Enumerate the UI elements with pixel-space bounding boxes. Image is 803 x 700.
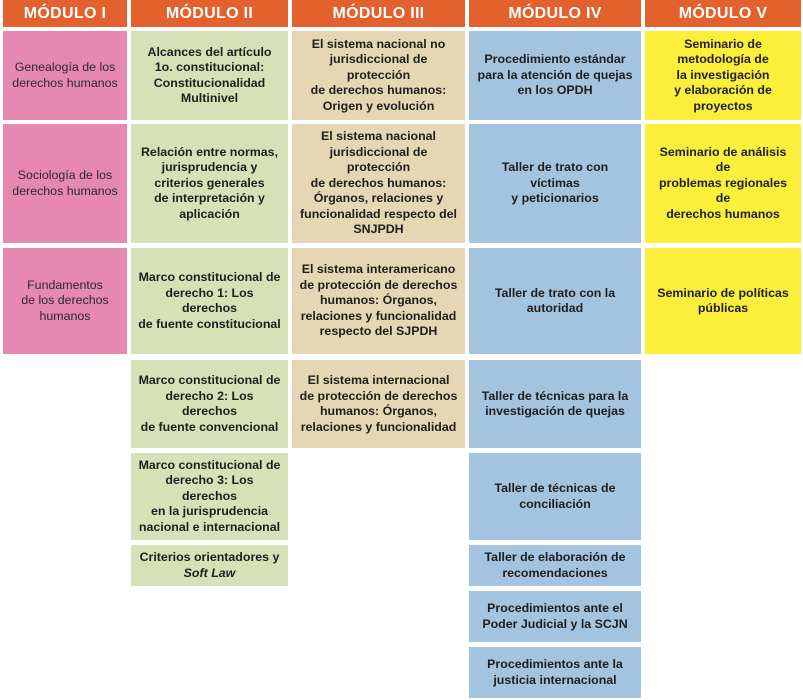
header-modulo-5: MÓDULO V (645, 0, 801, 27)
header-modulo-1: MÓDULO I (3, 0, 127, 27)
header-modulo-3: MÓDULO III (292, 0, 465, 27)
soft-law-text: Soft Law (183, 565, 236, 580)
modulo1-cell-sociologia: Sociología de los derechos humanos (3, 124, 127, 243)
modulo2-cell-marco-2: Marco constitucional de derecho 2: Los d… (131, 360, 288, 448)
modulo5-cell-problemas-regionales: Seminario de análisis de problemas regio… (645, 124, 801, 243)
modulo4-cell-poder-judicial: Procedimientos ante el Poder Judicial y … (469, 591, 641, 642)
modulo4-cell-trato-victimas: Taller de trato con víctimas y peticiona… (469, 124, 641, 243)
modulo4-cell-justicia-internacional: Procedimientos ante la justicia internac… (469, 647, 641, 698)
modulo3-cell-internacional: El sistema internacional de protección d… (292, 360, 465, 448)
modulo4-cell-investigacion-quejas: Taller de técnicas para la investigación… (469, 360, 641, 448)
modulo5-cell-metodologia: Seminario de metodología de la investiga… (645, 31, 801, 120)
modulo4-cell-procedimiento-estandar: Procedimiento estándar para la atención … (469, 31, 641, 120)
modulo1-cell-genealogia: Genealogía de los derechos humanos (3, 31, 127, 120)
header-modulo-2: MÓDULO II (131, 0, 288, 27)
modulo1-cell-fundamentos: Fundamentos de los derechos humanos (3, 248, 127, 354)
modulo4-cell-recomendaciones: Taller de elaboración de recomendaciones (469, 545, 641, 586)
criterios-text: Criterios orientadores y (139, 550, 280, 564)
modulo3-cell-interamericano: El sistema interamericano de protección … (292, 248, 465, 354)
modulo2-cell-marco-3: Marco constitucional de derecho 3: Los d… (131, 453, 288, 540)
modulo3-cell-no-jurisdiccional: El sistema nacional no jurisdiccional de… (292, 31, 465, 120)
modulo2-cell-alcances: Alcances del artículo 1o. constitucional… (131, 31, 288, 120)
modulo4-cell-conciliacion: Taller de técnicas de conciliación (469, 453, 641, 540)
modulo2-cell-marco-1: Marco constitucional de derecho 1: Los d… (131, 248, 288, 354)
modulo5-cell-politicas-publicas: Seminario de políticas públicas (645, 248, 801, 354)
modulo4-cell-trato-autoridad: Taller de trato con la autoridad (469, 248, 641, 354)
modulo2-cell-relacion-normas: Relación entre normas, jurisprudencia y … (131, 124, 288, 243)
modulo3-cell-jurisdiccional: El sistema nacional jurisdiccional de pr… (292, 124, 465, 243)
header-modulo-4: MÓDULO IV (469, 0, 641, 27)
